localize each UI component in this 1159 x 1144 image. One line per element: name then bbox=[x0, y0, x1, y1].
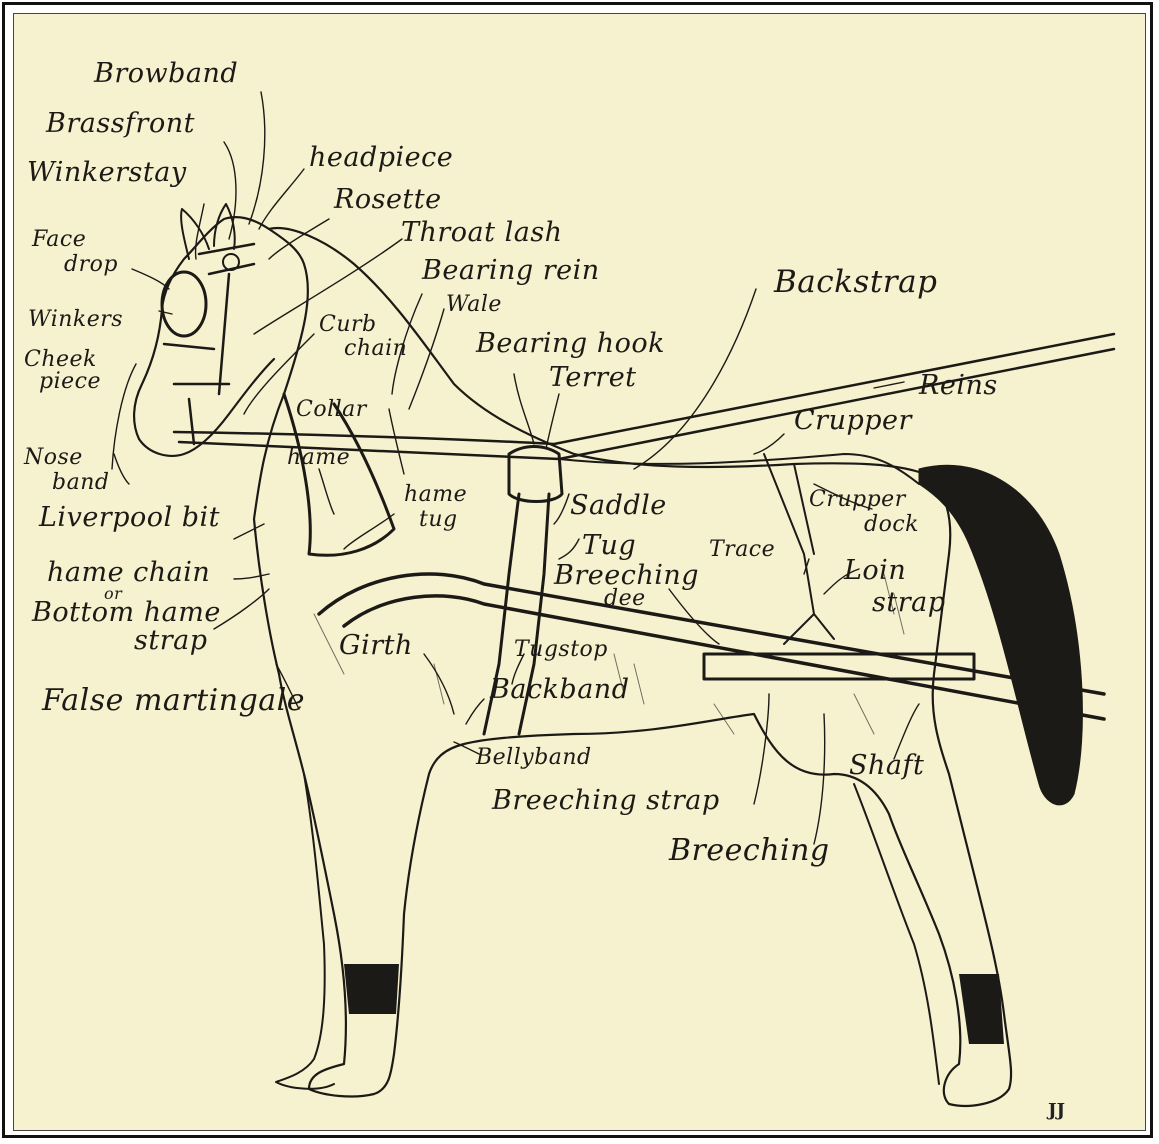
label-bearing-rein: Bearing rein bbox=[422, 257, 600, 284]
label-reins: Reins bbox=[919, 372, 998, 399]
label-saddle: Saddle bbox=[570, 492, 667, 519]
winker-shape bbox=[162, 272, 206, 336]
shaft-shape bbox=[319, 574, 1104, 719]
label-collar: Collar bbox=[296, 399, 367, 421]
label-rosette: Rosette bbox=[334, 186, 442, 213]
label-loin-strap-line1: Loin bbox=[844, 557, 906, 584]
label-curb-chain-line2: chain bbox=[344, 338, 407, 360]
label-curb-chain-line1: Curb bbox=[319, 314, 377, 336]
label-backstrap: Backstrap bbox=[774, 267, 937, 298]
label-browband: Browband bbox=[94, 60, 238, 87]
label-cheek-piece-line1: Cheek bbox=[24, 349, 97, 371]
label-false-martingale: False martingale bbox=[42, 686, 305, 716]
diagram-panel: Browband Brassfront Winkerstay headpiece… bbox=[13, 13, 1146, 1131]
label-breeching-dee-line1: Breeching bbox=[554, 562, 699, 589]
label-bearing-hook: Bearing hook bbox=[476, 330, 665, 357]
label-breeching-dee-line2: dee bbox=[604, 588, 646, 610]
label-brassfront: Brassfront bbox=[46, 110, 195, 137]
leader-lines bbox=[112, 92, 919, 844]
label-bottom-hame-strap-line1: Bottom hame bbox=[32, 599, 221, 626]
label-nose-band-line2: band bbox=[52, 472, 109, 494]
label-tugstop: Tugstop bbox=[514, 639, 608, 661]
label-hame-tug-line1: hame bbox=[404, 484, 467, 506]
label-bellyband: Bellyband bbox=[476, 747, 592, 769]
label-trace: Trace bbox=[709, 539, 775, 561]
label-face-drop-line1: Face bbox=[32, 229, 86, 251]
label-terret: Terret bbox=[549, 364, 637, 391]
artist-signature: JJ bbox=[1048, 1100, 1065, 1121]
saddle-shape bbox=[509, 447, 562, 502]
label-crupper-dock-line1: Crupper bbox=[809, 489, 906, 511]
label-headpiece: headpiece bbox=[309, 144, 453, 171]
label-crupper: Crupper bbox=[794, 407, 912, 434]
label-winkers: Winkers bbox=[28, 309, 123, 331]
label-breeching: Breeching bbox=[669, 836, 830, 866]
label-breeching-strap: Breeching strap bbox=[492, 787, 720, 814]
label-tug: Tug bbox=[582, 532, 636, 559]
label-liverpool-bit: Liverpool bit bbox=[39, 504, 220, 531]
label-face-drop-line2: drop bbox=[64, 254, 118, 276]
label-cheek-piece-line2: piece bbox=[39, 371, 101, 393]
label-girth: Girth bbox=[339, 632, 413, 659]
label-loin-strap-line2: strap bbox=[872, 589, 946, 616]
hind-leg-front bbox=[854, 784, 939, 1084]
label-hame-tug-line2: tug bbox=[419, 509, 458, 531]
backstrap-shape bbox=[559, 454, 919, 484]
label-backband: Backband bbox=[490, 676, 629, 703]
label-nose-band-line1: Nose bbox=[24, 447, 83, 469]
label-crupper-dock-line2: dock bbox=[864, 514, 919, 536]
label-shaft: Shaft bbox=[849, 752, 924, 779]
front-sock bbox=[344, 964, 399, 1014]
label-winkerstay: Winkerstay bbox=[27, 159, 187, 186]
label-hame-chain: hame chain bbox=[47, 559, 210, 586]
hind-sock bbox=[959, 974, 1004, 1044]
front-leg-back bbox=[276, 774, 334, 1089]
label-bottom-hame-strap-line2: strap bbox=[134, 627, 208, 654]
label-wale: Wale bbox=[446, 294, 502, 316]
label-hame: hame bbox=[287, 447, 350, 469]
label-throat-lash: Throat lash bbox=[401, 219, 563, 246]
